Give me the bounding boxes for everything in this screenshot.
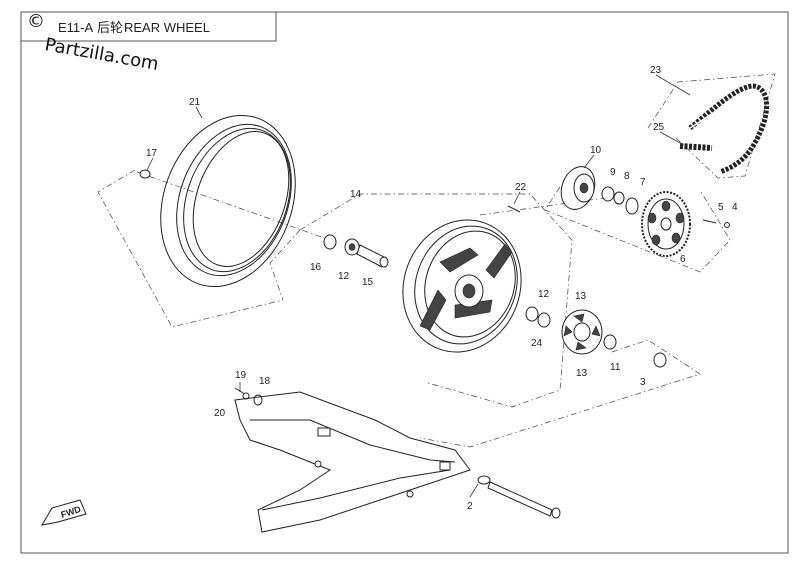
sprocket-hub-10 bbox=[560, 166, 596, 210]
callout-4: 4 bbox=[732, 202, 738, 213]
callout-8: 8 bbox=[624, 171, 630, 182]
fwd-arrow: FWD bbox=[41, 499, 87, 526]
callout-12a: 12 bbox=[338, 271, 350, 282]
callout-11: 11 bbox=[610, 362, 621, 373]
drive-chain-23 bbox=[688, 83, 770, 175]
callout-17: 17 bbox=[146, 148, 158, 159]
rear-axle-2 bbox=[477, 475, 561, 519]
bearing-9 bbox=[601, 186, 615, 202]
oil-seal-24 bbox=[537, 312, 551, 328]
callout-5: 5 bbox=[718, 202, 724, 213]
watermark: Partzilla.com bbox=[43, 34, 160, 75]
callout-21: 21 bbox=[189, 97, 201, 108]
callout-7: 7 bbox=[640, 177, 646, 188]
callout-23: 23 bbox=[650, 65, 662, 76]
bearing-12b bbox=[525, 306, 539, 322]
callout-22: 22 bbox=[515, 182, 527, 193]
callout-12b: 12 bbox=[538, 289, 550, 300]
callout-13a: 13 bbox=[575, 291, 587, 302]
diagram-title-cn: 后轮 bbox=[97, 20, 123, 35]
oring-7 bbox=[625, 197, 639, 215]
callout-25: 25 bbox=[653, 122, 665, 133]
title-block: © E11-A 后轮 REAR WHEEL bbox=[20, 11, 277, 42]
callout-24: 24 bbox=[531, 338, 543, 349]
spacer-16 bbox=[323, 234, 337, 250]
bolt-5 bbox=[702, 219, 717, 224]
circlip-8 bbox=[613, 191, 625, 205]
callout-9: 9 bbox=[610, 167, 616, 178]
callout-2: 2 bbox=[467, 501, 473, 512]
bolt-22 bbox=[507, 205, 521, 213]
nut-4 bbox=[724, 222, 730, 228]
rear-sprocket-6 bbox=[641, 191, 691, 257]
copyright-symbol: © bbox=[27, 11, 45, 32]
callout-3: 3 bbox=[640, 377, 646, 388]
spacer-3 bbox=[653, 352, 667, 368]
assembly-outlines bbox=[97, 73, 776, 448]
rear-rim bbox=[402, 219, 522, 353]
callout-13b: 13 bbox=[576, 368, 588, 379]
callout-18: 18 bbox=[259, 376, 271, 387]
cush-drive-13 bbox=[561, 309, 603, 355]
leader-lines bbox=[146, 74, 691, 498]
callout-16: 16 bbox=[310, 262, 322, 273]
callout-14: 14 bbox=[350, 189, 362, 200]
diagram-frame bbox=[20, 11, 789, 554]
callout-15: 15 bbox=[362, 277, 374, 288]
diagram-code: E11-A bbox=[58, 20, 93, 35]
valve-17 bbox=[139, 169, 151, 179]
diagram-title-en: REAR WHEEL bbox=[124, 20, 210, 35]
callout-20: 20 bbox=[214, 408, 226, 419]
sleeve-15 bbox=[356, 244, 389, 268]
callouts: 21 17 14 16 12 15 22 10 9 8 7 5 4 6 23 2… bbox=[146, 65, 738, 512]
rear-tire bbox=[160, 114, 296, 288]
adjuster-parts bbox=[234, 387, 263, 406]
callout-10: 10 bbox=[590, 145, 602, 156]
connecting-link-25 bbox=[679, 143, 713, 151]
callout-19: 19 bbox=[235, 370, 247, 381]
spacer-11 bbox=[603, 334, 617, 350]
callout-6: 6 bbox=[680, 254, 686, 265]
swingarm bbox=[234, 391, 471, 533]
